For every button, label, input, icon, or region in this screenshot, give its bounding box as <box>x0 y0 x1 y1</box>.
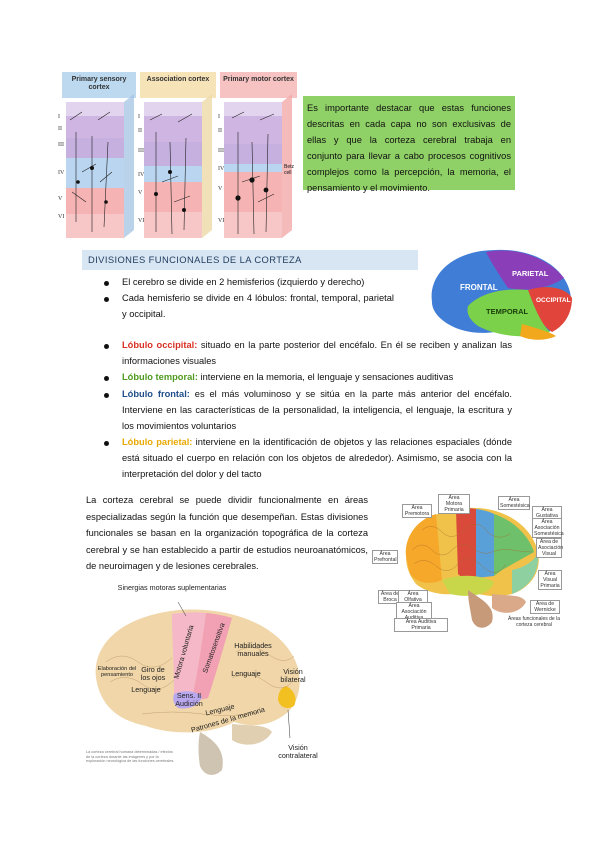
label-sens-audicion: Sens. II Audición <box>175 691 203 708</box>
layer-label: II <box>138 128 142 134</box>
areas-figure-caption: Áreas funcionales de la corteza cerebral <box>508 616 560 628</box>
layer-label: III <box>218 148 224 154</box>
functional-areas-illustration <box>405 507 539 628</box>
layer-label: I <box>138 114 140 120</box>
layer-label: IV <box>138 172 145 178</box>
layer-label: VI <box>58 214 65 220</box>
betz-cell-label: Betz cell <box>284 164 295 176</box>
general-bullet-2: Cada hemisferio se divide en 4 lóbulos: … <box>122 293 394 319</box>
functions-figure-caption: La corteza cerebral humana determinadas … <box>86 750 174 764</box>
label-lenguaje-izq: Lenguaje <box>131 685 161 694</box>
area-label-prefrontal: Área Prefrontal <box>372 550 398 564</box>
cortical-functions-figure: Sinergias motoras suplementarias Motora … <box>82 582 318 782</box>
bullet-dot <box>104 441 109 446</box>
lobe-label-frontal: FRONTAL <box>460 283 498 292</box>
layer-label: I <box>218 114 220 120</box>
area-label-somestesica: Área Somestésica <box>498 496 530 510</box>
area-label-premotora: Área Premotora <box>402 504 432 518</box>
layer-label: II <box>58 126 62 132</box>
area-label-wernicke: Área de Wernicke <box>530 600 560 614</box>
label-vision-contralateral: Visión contralateral <box>278 743 318 760</box>
lobe-label-occipital: OCCIPITAL <box>536 297 571 304</box>
label-elaboracion: Elaboración del pensamiento <box>97 666 137 678</box>
bullet-dot <box>104 393 109 398</box>
area-label-visual-primaria: Área Visual Primaria <box>538 570 562 590</box>
layer-label: VI <box>138 218 145 224</box>
layer-label: V <box>138 190 143 196</box>
layer-label: V <box>58 196 63 202</box>
functional-areas-paragraph: La corteza cerebral se puede dividir fun… <box>86 495 368 572</box>
layer-label: I <box>58 114 60 120</box>
area-label-auditiva-primaria: Área Auditiva Primaria <box>394 618 448 632</box>
area-label-asoc-somestesica: Área Asociación Somestésica <box>532 518 564 538</box>
lobe-bullet-parietal: Lóbulo parietal: interviene en la identi… <box>122 435 512 482</box>
layer-label: II <box>218 128 222 134</box>
layer-label: VI <box>218 218 225 224</box>
lobe-text-temporal: interviene en la memoria, el lenguaje y … <box>197 372 454 382</box>
functional-areas-figure: Área Premotora Área Motora Primaria Área… <box>372 490 564 632</box>
brain-lobes-figure: FRONTAL PARIETAL OCCIPITAL TEMPORAL <box>431 249 572 340</box>
area-label-gustativa: Área Gustativa <box>532 506 562 520</box>
label-sinergias: Sinergias motoras suplementarias <box>117 583 227 592</box>
layer-label: III <box>138 148 144 154</box>
cortical-functions-illustration <box>95 601 300 775</box>
lobe-label-temporal: TEMPORAL <box>486 307 529 316</box>
label-habilidades: Habilidades manuales <box>234 641 272 658</box>
label-lenguaje-der: Lenguaje <box>231 669 261 678</box>
lobe-text-frontal: es el más voluminoso y se sitúa en la pa… <box>122 389 513 431</box>
lobe-bullet-frontal: Lóbulo frontal: es el más voluminoso y s… <box>122 387 512 434</box>
lobe-bullet-temporal: Lóbulo temporal: interviene en la memori… <box>122 370 512 386</box>
column-title-motor: Primary motor cortex <box>223 76 294 83</box>
section-title: DIVISIONES FUNCIONALES DE LA CORTEZA <box>82 250 418 270</box>
label-vision-bilateral: Visión bilateral <box>280 667 306 684</box>
lobe-label-frontal-text: Lóbulo frontal: <box>122 389 190 399</box>
lobe-label-parietal: PARIETAL <box>512 269 549 278</box>
cortex-layers-figure: Primary sensory cortex Association corte… <box>58 72 297 240</box>
column-title-sensory: Primary sensory cortex <box>71 76 127 91</box>
lobe-bullet-occipital: Lóbulo occipital: situado en la parte po… <box>122 338 512 370</box>
lobe-label-temporal-text: Lóbulo temporal: <box>122 372 198 382</box>
cortex-layers-illustration <box>62 72 297 238</box>
layer-label: III <box>58 142 64 148</box>
bullet-dot <box>104 281 109 286</box>
column-title-association: Association cortex <box>146 76 210 83</box>
label-giro-ojos: Giro de los ojos <box>140 665 166 682</box>
callout-box: Es importante destacar que estas funcion… <box>303 96 515 193</box>
lobe-label-parietal-text: Lóbulo parietal: <box>122 437 193 447</box>
bullet-dot <box>104 376 109 381</box>
lobe-text-occipital: situado en la parte posterior del encéfa… <box>122 340 512 366</box>
area-label-asoc-visual: Área de Asociación Visual <box>536 538 564 558</box>
general-bullet-1: El cerebro se divide en 2 hemisferios (i… <box>122 277 365 287</box>
area-label-motora-primaria: Área Motora Primaria <box>438 494 470 514</box>
layer-label: V <box>218 186 223 192</box>
lobe-label-occipital-text: Lóbulo occipital: <box>122 340 198 350</box>
layer-label: IV <box>58 170 65 176</box>
layer-label: IV <box>218 166 225 172</box>
lobe-text-parietal: interviene en la identificación de objet… <box>122 437 512 479</box>
bullet-dot <box>104 344 109 349</box>
bullet-dot <box>104 297 109 302</box>
